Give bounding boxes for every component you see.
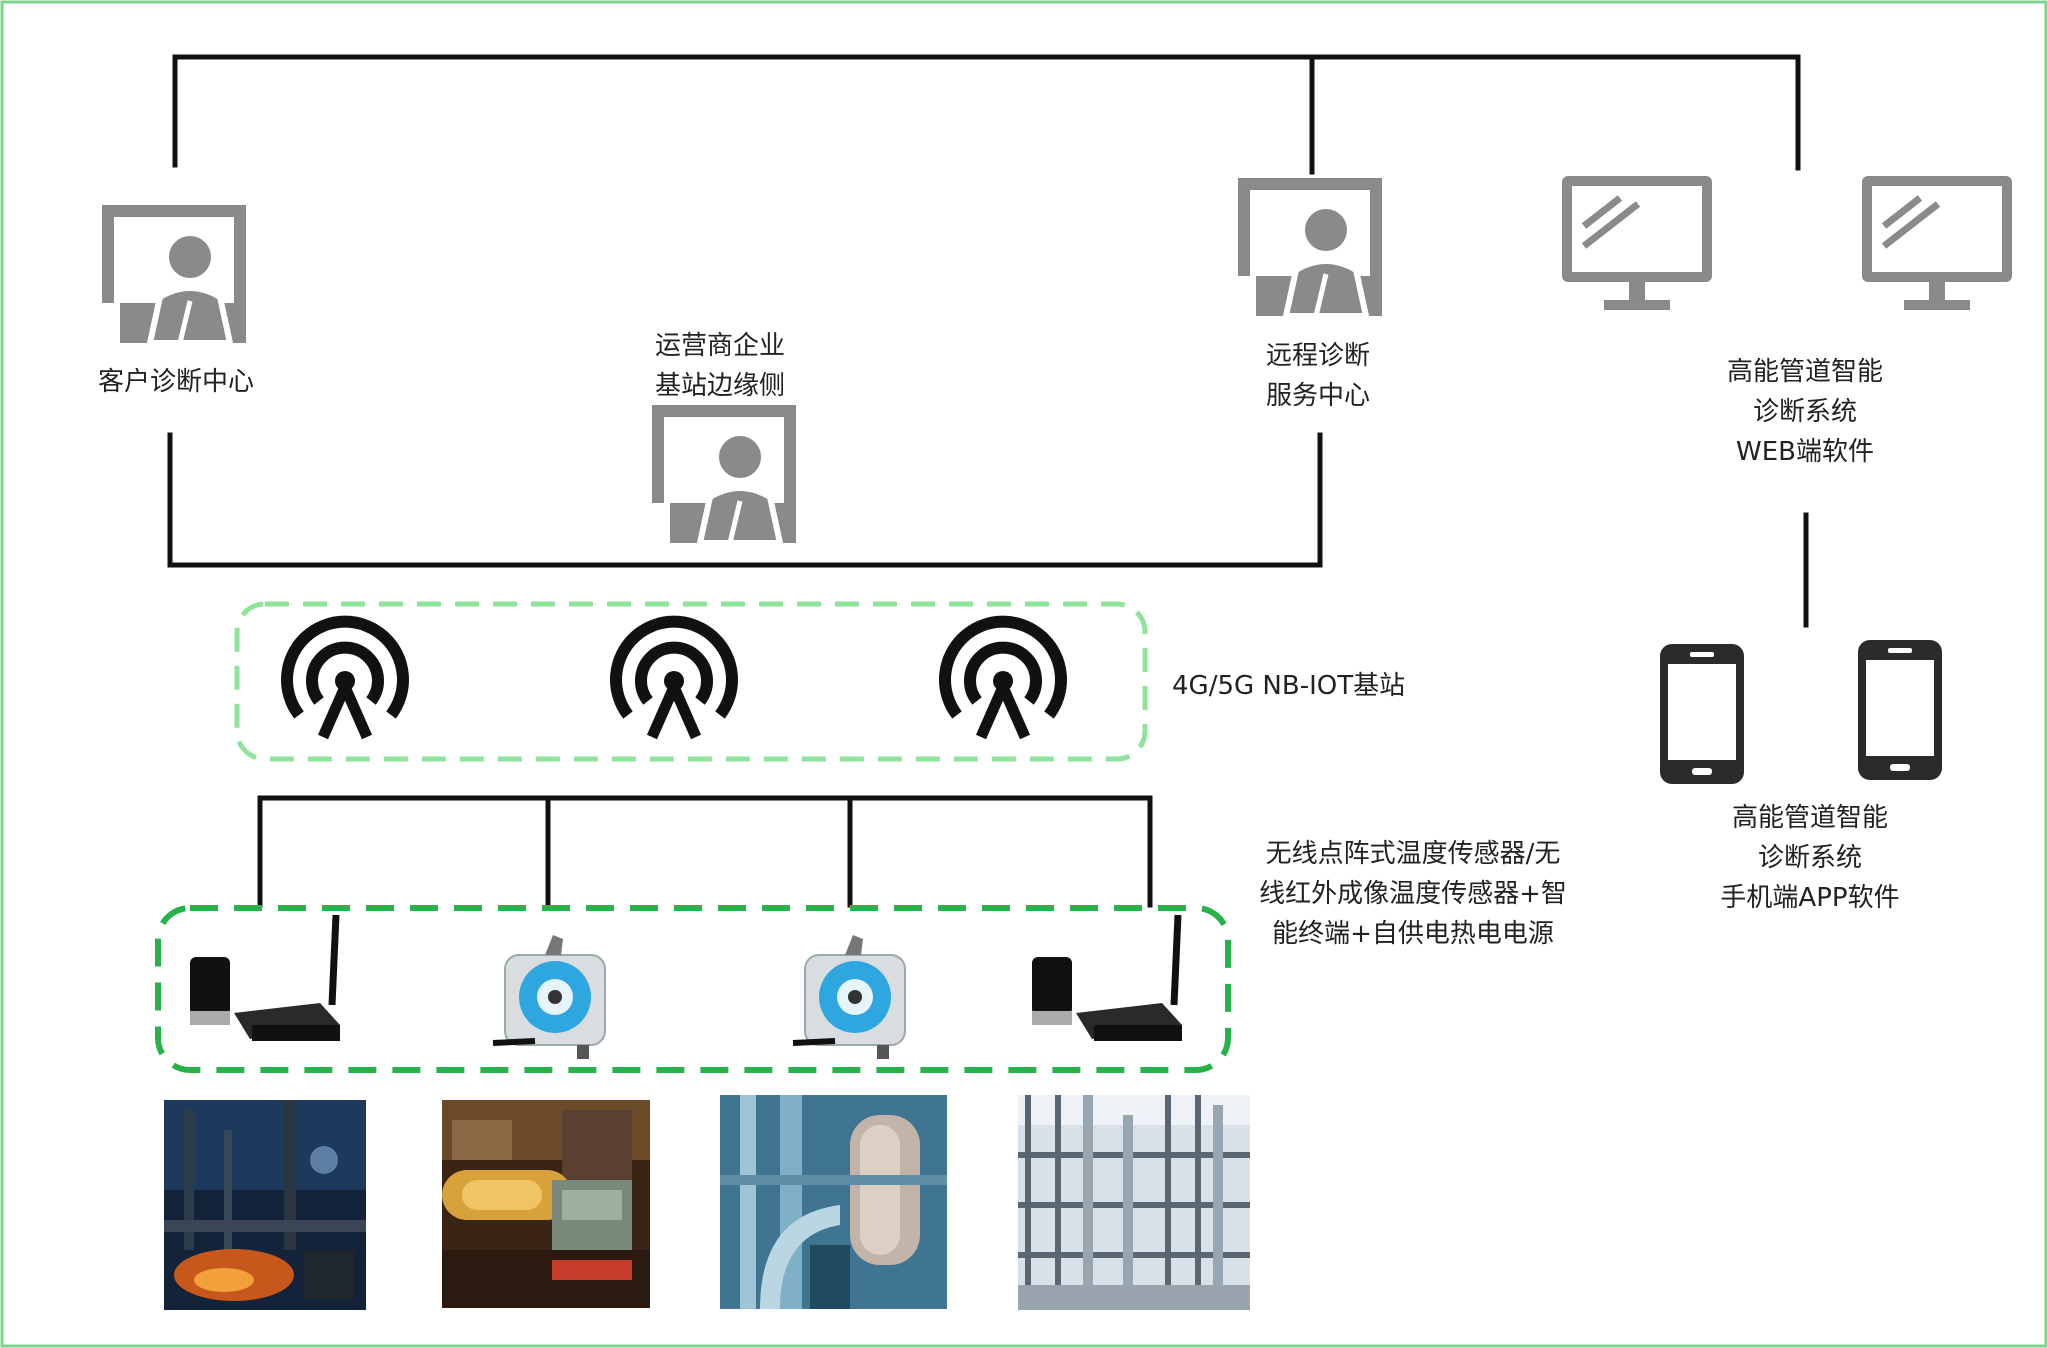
operator-edge-label: 运营商企业 基站边缘侧: [654, 331, 785, 401]
app-software-label: 高能管道智能 诊断系统 手机端APP软件: [1720, 803, 1900, 913]
connection-lines: [167, 54, 1809, 911]
antenna-icon: [939, 615, 1067, 740]
antenna-icon: [281, 615, 409, 740]
antenna-icon: [610, 615, 738, 740]
base-station-label: 4G/5G NB-IOT基站: [1172, 671, 1406, 701]
industrial-photo-2: [442, 1100, 650, 1308]
device-group: [155, 905, 1231, 1073]
desktop-monitor-icon: [1562, 176, 1712, 310]
operator-edge-icon: [652, 405, 796, 546]
wireless-terminal-icon: [1032, 914, 1182, 1041]
sensors-label: 无线点阵式温度传感器/无 线红外成像温度传感器+智 能终端+自供电热电电源: [1259, 839, 1567, 949]
web-software-label: 高能管道智能 诊断系统 WEB端软件: [1726, 357, 1883, 467]
remote-center-label: 远程诊断 服务中心: [1265, 341, 1370, 411]
remote-center-icon: [1238, 178, 1382, 319]
desktop-monitor-icon: [1862, 176, 2012, 310]
infrared-sensor-icon: [492, 935, 606, 1059]
customer-center-icon: [102, 205, 246, 346]
infrared-sensor-icon: [792, 935, 906, 1059]
customer-center-label: 客户诊断中心: [97, 367, 254, 397]
wireless-terminal-icon: [190, 914, 340, 1041]
smartphone-icon: [1858, 640, 1942, 780]
smartphone-icon: [1660, 644, 1744, 784]
industrial-photo-4: [1018, 1095, 1250, 1310]
base-station-group: [234, 601, 1148, 762]
industrial-photo-3: [720, 1095, 947, 1309]
industrial-photo-1: [164, 1100, 366, 1310]
